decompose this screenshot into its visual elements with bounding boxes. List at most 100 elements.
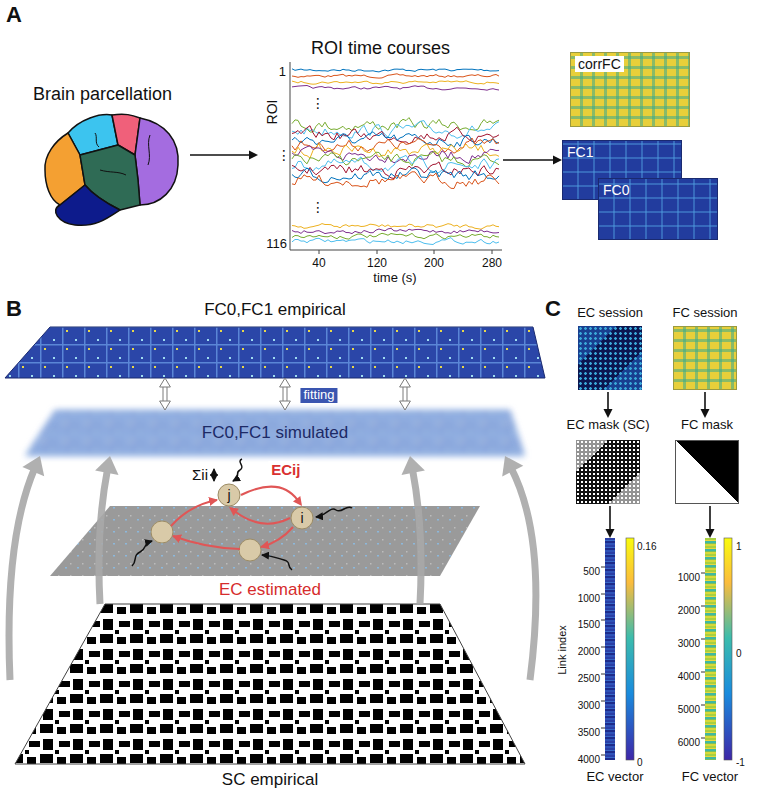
ec-mask-matrix: EC mask (SC) [556, 418, 660, 506]
label-slot: 200 [424, 253, 444, 271]
shape-fill [25, 410, 525, 456]
node-label: FC1 [567, 144, 593, 160]
tick-mark [377, 250, 378, 254]
tick-mark [492, 250, 493, 254]
axis-tick: 2000 [678, 605, 700, 617]
panel-letter: A [6, 2, 22, 27]
connector [502, 456, 536, 680]
axis-tick: 2500 [578, 673, 600, 685]
connector [229, 507, 290, 524]
axis-tick: 1500 [578, 619, 600, 631]
colorbar [626, 538, 634, 760]
arrow-head [95, 456, 118, 475]
time-course [292, 233, 499, 239]
brain-sulcus [95, 133, 150, 175]
shape-fill [25, 410, 525, 456]
label-slot: ⋮ [311, 94, 325, 112]
axis-tick: 2000 [578, 646, 600, 658]
connector-line [235, 511, 290, 523]
label-slot: 1000 [678, 567, 700, 585]
label-slot: 6000 [678, 732, 700, 750]
connector-line [607, 392, 609, 411]
arrow-head [553, 156, 562, 165]
label-slot: 3500 [578, 722, 600, 740]
arrow-head [502, 456, 523, 477]
label-slot: 2500 [578, 668, 600, 686]
time-course [292, 126, 499, 144]
label-slot: 1 [736, 536, 742, 554]
arrow-head [293, 496, 302, 506]
connector [241, 487, 302, 506]
ec-arrow [171, 500, 217, 526]
noise-squiggle [132, 541, 152, 566]
axis-tick: 3000 [678, 638, 700, 650]
noise-label: Σii [192, 466, 208, 483]
connector [604, 392, 613, 418]
node-label: i [300, 510, 303, 526]
time-course [292, 146, 499, 164]
arrow-head [280, 378, 291, 387]
time-courses [292, 69, 499, 245]
node-label: Brain parcellation [33, 84, 172, 105]
label-slot: ROI [263, 100, 281, 125]
axis-label: Link index [556, 625, 569, 675]
matrix-image [605, 538, 615, 760]
arrow-head [604, 409, 613, 418]
variance-arrow [213, 469, 214, 481]
connector-line [284, 385, 287, 403]
axis-tick: 3500 [578, 727, 600, 739]
axis-tick: 1 [279, 65, 286, 80]
node-label: FC0,FC1 simulated [202, 423, 348, 443]
time-course [292, 69, 499, 72]
connector-line [609, 506, 611, 531]
time-course [292, 168, 499, 183]
noise-squiggle [262, 555, 292, 570]
time-course [292, 132, 499, 148]
time-course [292, 162, 499, 179]
connector [9, 456, 44, 680]
roi-timecourse-plot: ROI time courses [258, 38, 503, 250]
connector-outline [163, 385, 168, 403]
connector [701, 392, 710, 418]
time-course [292, 172, 499, 189]
time-course [292, 81, 499, 84]
tick-mark [319, 250, 320, 254]
shape-fill [50, 506, 480, 576]
axis-tick: 4000 [578, 754, 600, 766]
connector-line [704, 392, 706, 411]
shape-outline [50, 466, 490, 600]
brain-lobe [135, 118, 178, 205]
node-label: EC estimated [219, 580, 321, 600]
label-slot: 5000 [678, 699, 700, 717]
node-label: EC session [577, 306, 643, 321]
label-slot: 40 [312, 253, 325, 271]
arrow-head [400, 378, 411, 387]
time-course [292, 228, 499, 233]
brain-lobe [56, 185, 120, 225]
matrix-image [675, 440, 739, 504]
label-slot: ECij [268, 461, 303, 479]
axis-tick: 116 [266, 237, 287, 252]
connector [400, 378, 411, 410]
ec-arrow [261, 527, 293, 547]
edge-label: ECij [268, 461, 303, 478]
panel-letter: B [6, 296, 22, 321]
node-label: FC session [672, 306, 737, 321]
label-slot: A [6, 2, 22, 27]
connector-line [99, 469, 108, 604]
edge-label: fitting [300, 388, 337, 403]
time-course [292, 224, 499, 230]
colorbar-tick: 1 [736, 541, 742, 553]
axis-tick: 200 [424, 257, 444, 271]
connector-line [511, 468, 536, 680]
connector [160, 378, 171, 410]
connector-line [709, 506, 711, 531]
noise-squiggle [233, 459, 242, 481]
arrow-head [22, 456, 44, 476]
axis-tick: 4000 [678, 671, 700, 683]
connector-line [503, 159, 555, 161]
label-slot: C [545, 296, 561, 321]
label-slot: Σii [192, 466, 208, 484]
axis-label: time (s) [373, 271, 416, 286]
